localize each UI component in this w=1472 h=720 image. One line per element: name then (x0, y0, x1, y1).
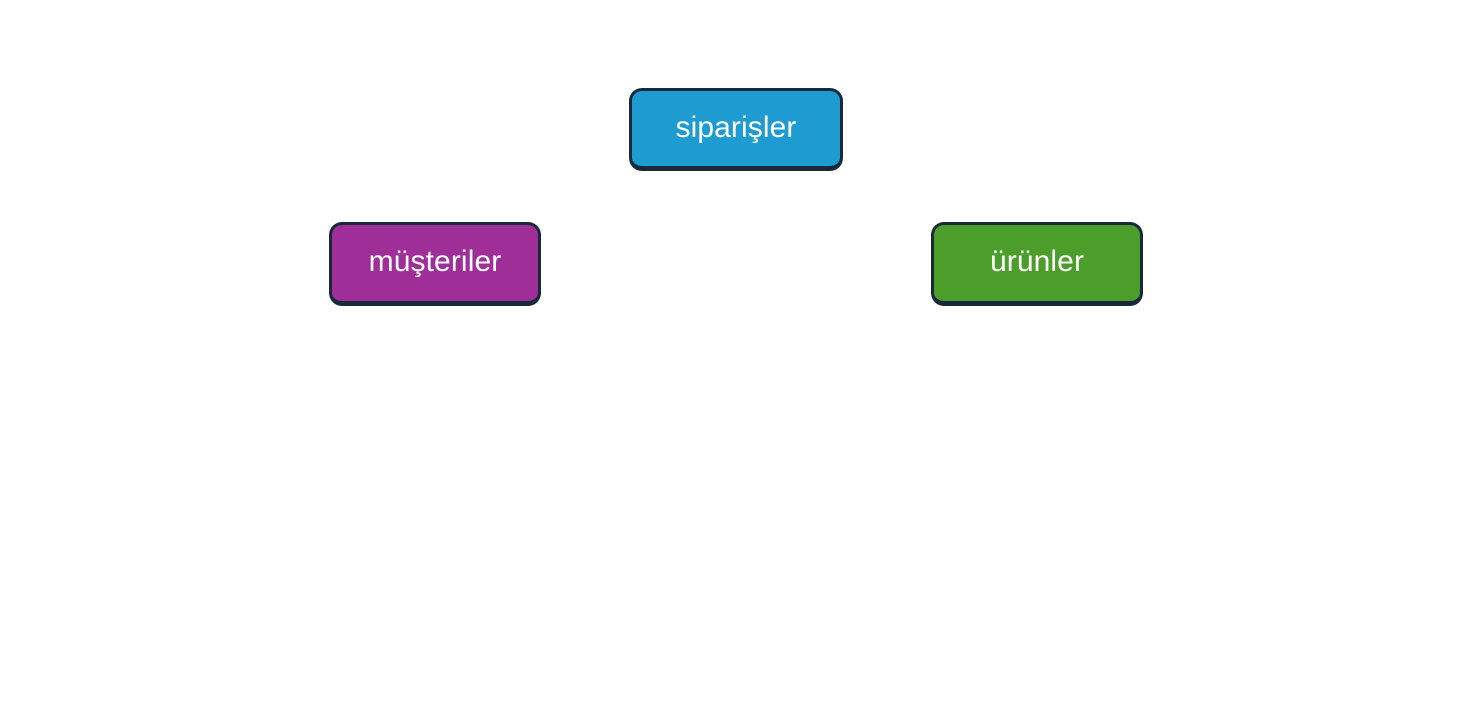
diagram-node-orders[interactable]: siparişler (629, 88, 843, 171)
diagram-node-label-products: ürünler (989, 245, 1085, 278)
diagram-node-customers[interactable]: müşteriler (329, 222, 541, 306)
diagram-node-label-customers: müşteriler (368, 245, 502, 278)
diagram-node-products[interactable]: ürünler (931, 222, 1143, 306)
diagram-node-label-orders: siparişler (675, 110, 797, 144)
